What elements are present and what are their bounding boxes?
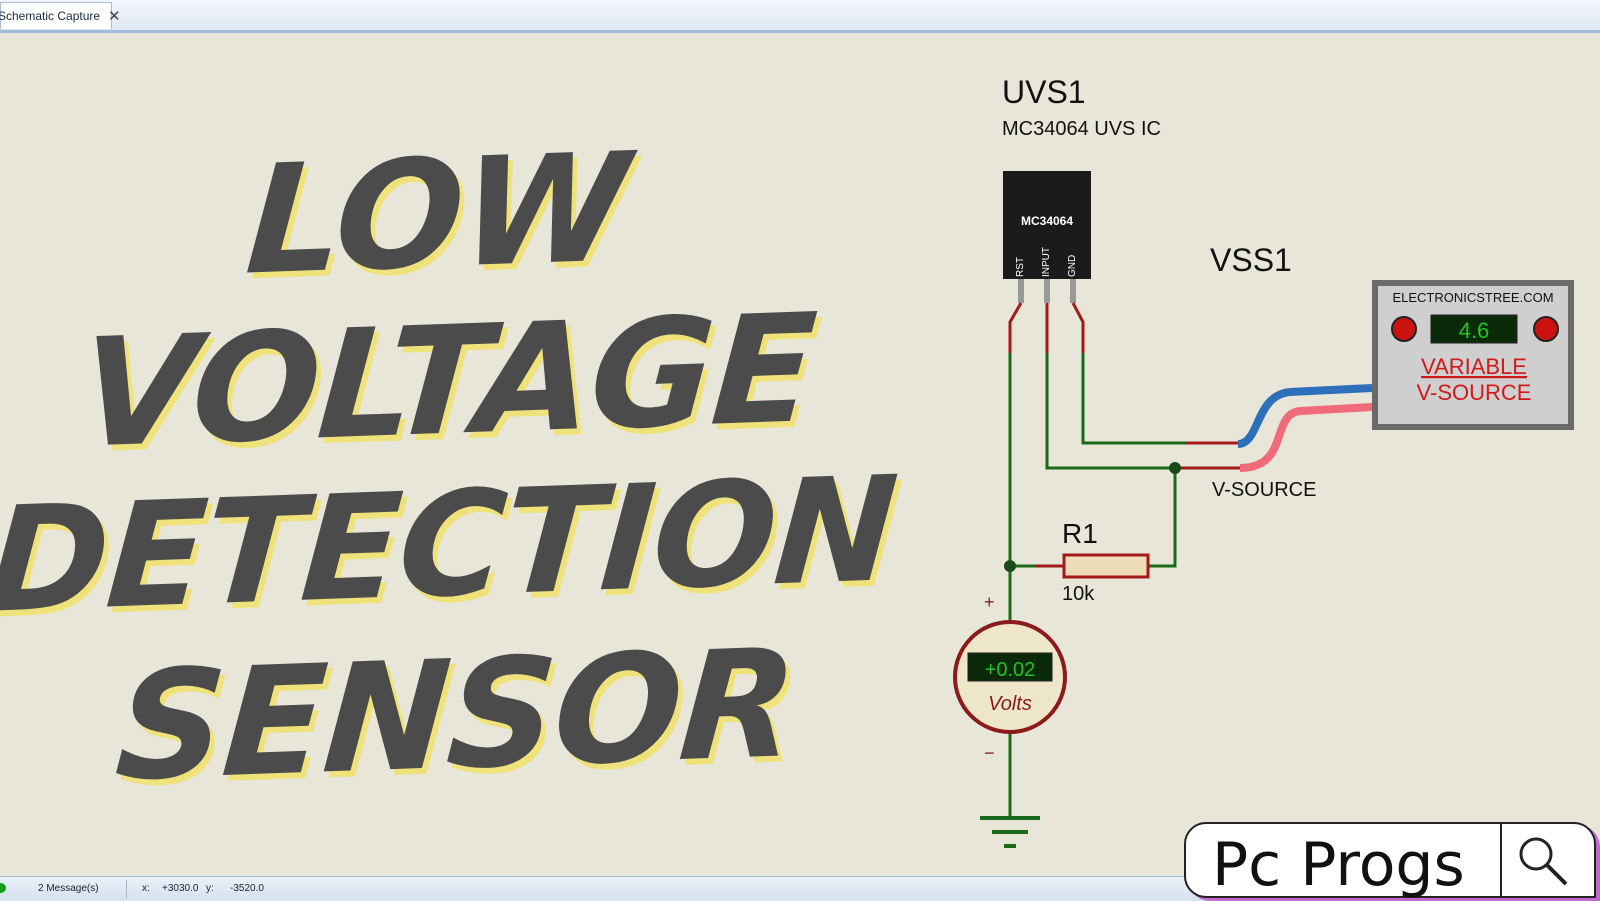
source-cable-blue [1237,384,1373,448]
resistor-reference: R1 [1062,518,1098,549]
junction-dot [1004,560,1016,572]
status-separator [126,880,127,898]
source-display [1430,314,1518,344]
watermark-text: Pc Progs [1212,830,1465,900]
close-icon[interactable]: ✕ [108,8,121,25]
y-coordinate-label: y: [206,883,214,894]
source-cable-red [1239,403,1373,472]
x-coordinate-value: +3030.0 [162,883,199,894]
watermark-logo: Pc Progs [1184,822,1596,900]
voltmeter-value: +0.02 [985,659,1036,681]
schematic-canvas[interactable]: LOW VOLTAGE DETECTION SENSOR UVS1 MC3406… [0,33,1600,875]
ground-icon [980,816,1040,848]
tab-label: Schematic Capture [0,9,101,23]
source-net-label: V-SOURCE [1212,479,1316,501]
voltmeter-plus: + [984,592,995,612]
junction-dot [1169,462,1181,474]
voltmeter-display [967,652,1053,682]
ic-reference: UVS1 [1002,74,1086,110]
resistor-value: 10k [1062,583,1095,605]
status-indicator-icon [0,883,6,893]
pin-rst [1018,279,1024,303]
voltmeter-minus: − [984,743,995,763]
message-count[interactable]: 2 Message(s) [38,883,99,894]
watermark-divider [1500,824,1502,896]
increase-icon[interactable] [1533,316,1559,342]
circuit-diagram: UVS1 MC34064 UVS IC VSS1 MC34064 RST INP… [953,74,1574,848]
source-reference: VSS1 [1210,242,1292,278]
source-name-line1: VARIABLE [1421,354,1527,379]
source-site-label: ELECTRONICSTREE.COM [1392,290,1553,305]
source-name-line2: V-SOURCE [1417,380,1532,405]
tab-bar: Schematic Capture ✕ [0,0,1600,33]
pin-label-gnd: GND [1067,255,1078,277]
ic-chip-label: MC34064 [1021,214,1073,228]
tab-schematic-capture[interactable]: Schematic Capture ✕ [0,2,121,29]
pin-label-input: INPUT [1041,247,1052,277]
decrease-icon[interactable] [1391,316,1417,342]
pin-input [1044,279,1050,303]
pin-gnd [1070,279,1076,303]
y-coordinate-value: -3520.0 [230,883,264,894]
source-value: 4.6 [1459,318,1490,343]
wires [1008,302,1240,818]
x-coordinate-label: x: [142,883,150,894]
pin-label-rst: RST [1015,257,1026,277]
voltmeter-unit: Volts [988,693,1032,715]
resistor-r1[interactable] [1062,553,1150,579]
ic-body[interactable] [1003,171,1091,279]
variable-source-box[interactable] [1372,280,1574,430]
search-icon [1519,837,1568,886]
ic-description: MC34064 UVS IC [1002,118,1161,140]
